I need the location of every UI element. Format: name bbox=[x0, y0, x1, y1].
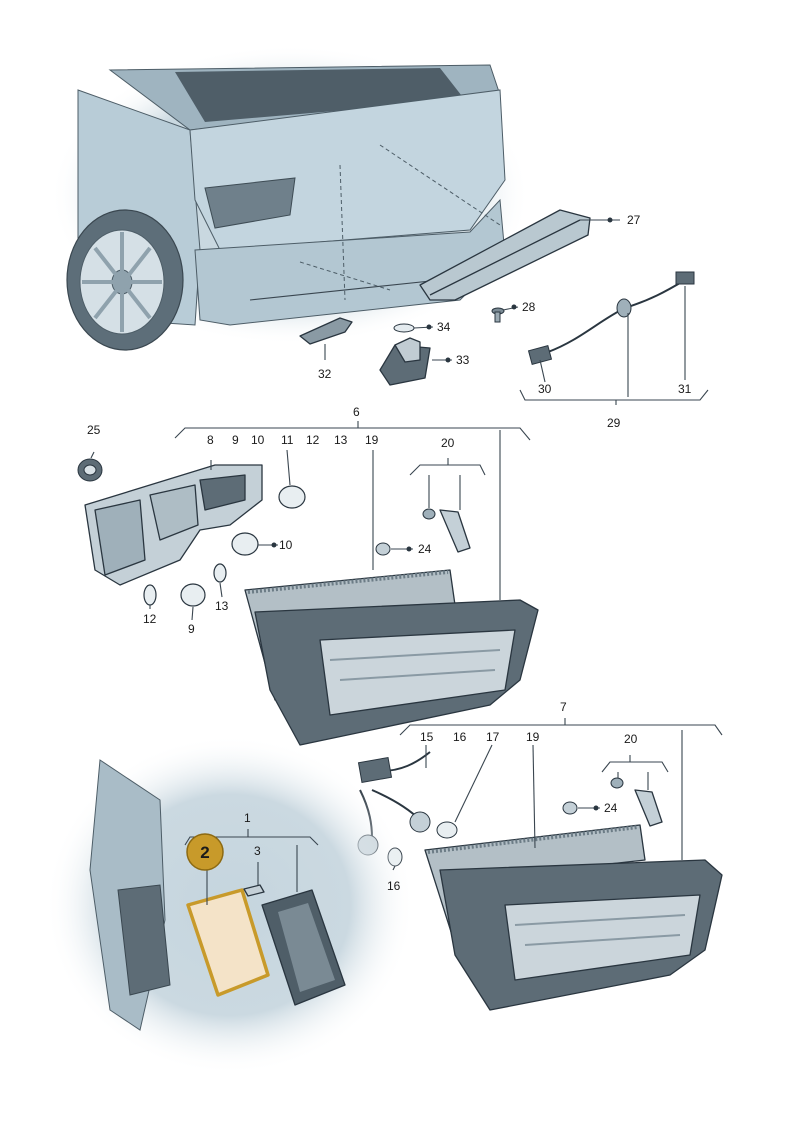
callout-badge-2[interactable]: 2 bbox=[186, 833, 224, 871]
label-20-bottom: 20 bbox=[624, 732, 638, 746]
part-27-bumper-bracket bbox=[419, 209, 591, 301]
label-16-top: 16 bbox=[453, 730, 467, 744]
label-24-bottom: 24 bbox=[604, 801, 618, 815]
part-24-nut-6 bbox=[375, 542, 391, 556]
label-12-top: 12 bbox=[306, 433, 320, 447]
label-13-top: 13 bbox=[334, 433, 348, 447]
label-30: 30 bbox=[538, 382, 552, 396]
label-31: 31 bbox=[678, 382, 692, 396]
part-2-gasket bbox=[186, 888, 270, 997]
label-3: 3 bbox=[254, 844, 261, 858]
arrow-markers bbox=[271, 217, 613, 811]
label-28: 28 bbox=[522, 300, 536, 314]
leader-lines bbox=[90, 219, 723, 905]
label-10-top: 10 bbox=[251, 433, 265, 447]
label-19-top: 19 bbox=[365, 433, 379, 447]
label-15: 15 bbox=[420, 730, 434, 744]
part-28-screw bbox=[491, 307, 505, 323]
part-34-bulb bbox=[393, 323, 415, 333]
label-32: 32 bbox=[318, 367, 332, 381]
part-29-wiring-harness bbox=[527, 271, 695, 365]
label-33: 33 bbox=[456, 353, 470, 367]
part-19-seal-7 bbox=[427, 825, 639, 854]
part-33-license-plate-lamp bbox=[379, 337, 431, 386]
part-6-tail-lamp bbox=[244, 569, 539, 746]
label-10-bottom: 10 bbox=[279, 538, 293, 552]
label-11: 11 bbox=[281, 433, 294, 447]
part-24-nut-7 bbox=[562, 801, 578, 815]
part-32-trim-cap bbox=[299, 317, 353, 345]
part-8-bulb-carrier bbox=[84, 464, 263, 586]
label-17: 17 bbox=[486, 730, 500, 744]
label-29: 29 bbox=[607, 416, 621, 430]
label-24-top: 24 bbox=[418, 542, 432, 556]
part-3-clip bbox=[243, 884, 265, 897]
label-6: 6 bbox=[353, 405, 360, 419]
part-19-seal bbox=[247, 570, 449, 594]
label-8: 8 bbox=[207, 433, 214, 447]
label-27: 27 bbox=[627, 213, 641, 227]
label-20-top: 20 bbox=[441, 436, 455, 450]
car-rear-illustration bbox=[50, 45, 530, 351]
label-16-bottom: 16 bbox=[387, 879, 401, 893]
label-34: 34 bbox=[437, 320, 451, 334]
part-20-holder-7 bbox=[610, 777, 663, 827]
part-7-tail-lamp bbox=[424, 824, 723, 1011]
label-7: 7 bbox=[560, 700, 567, 714]
label-13-bottom: 13 bbox=[215, 599, 229, 613]
label-1: 1 bbox=[244, 811, 251, 825]
label-9-top: 9 bbox=[232, 433, 239, 447]
part-labels: 27 28 34 33 32 30 31 29 6 25 8 9 10 11 1… bbox=[87, 213, 692, 893]
part-20-holder-6 bbox=[422, 508, 471, 553]
label-25: 25 bbox=[87, 423, 101, 437]
label-12-bottom: 12 bbox=[143, 612, 157, 626]
bulbs-9-10-11-12-13 bbox=[143, 485, 306, 607]
part-1-side-lamp bbox=[261, 889, 346, 1006]
callout-badge-2-label: 2 bbox=[200, 843, 209, 862]
label-19-bottom: 19 bbox=[526, 730, 540, 744]
part-25-grommet bbox=[77, 458, 103, 482]
label-9-bottom: 9 bbox=[188, 622, 195, 636]
